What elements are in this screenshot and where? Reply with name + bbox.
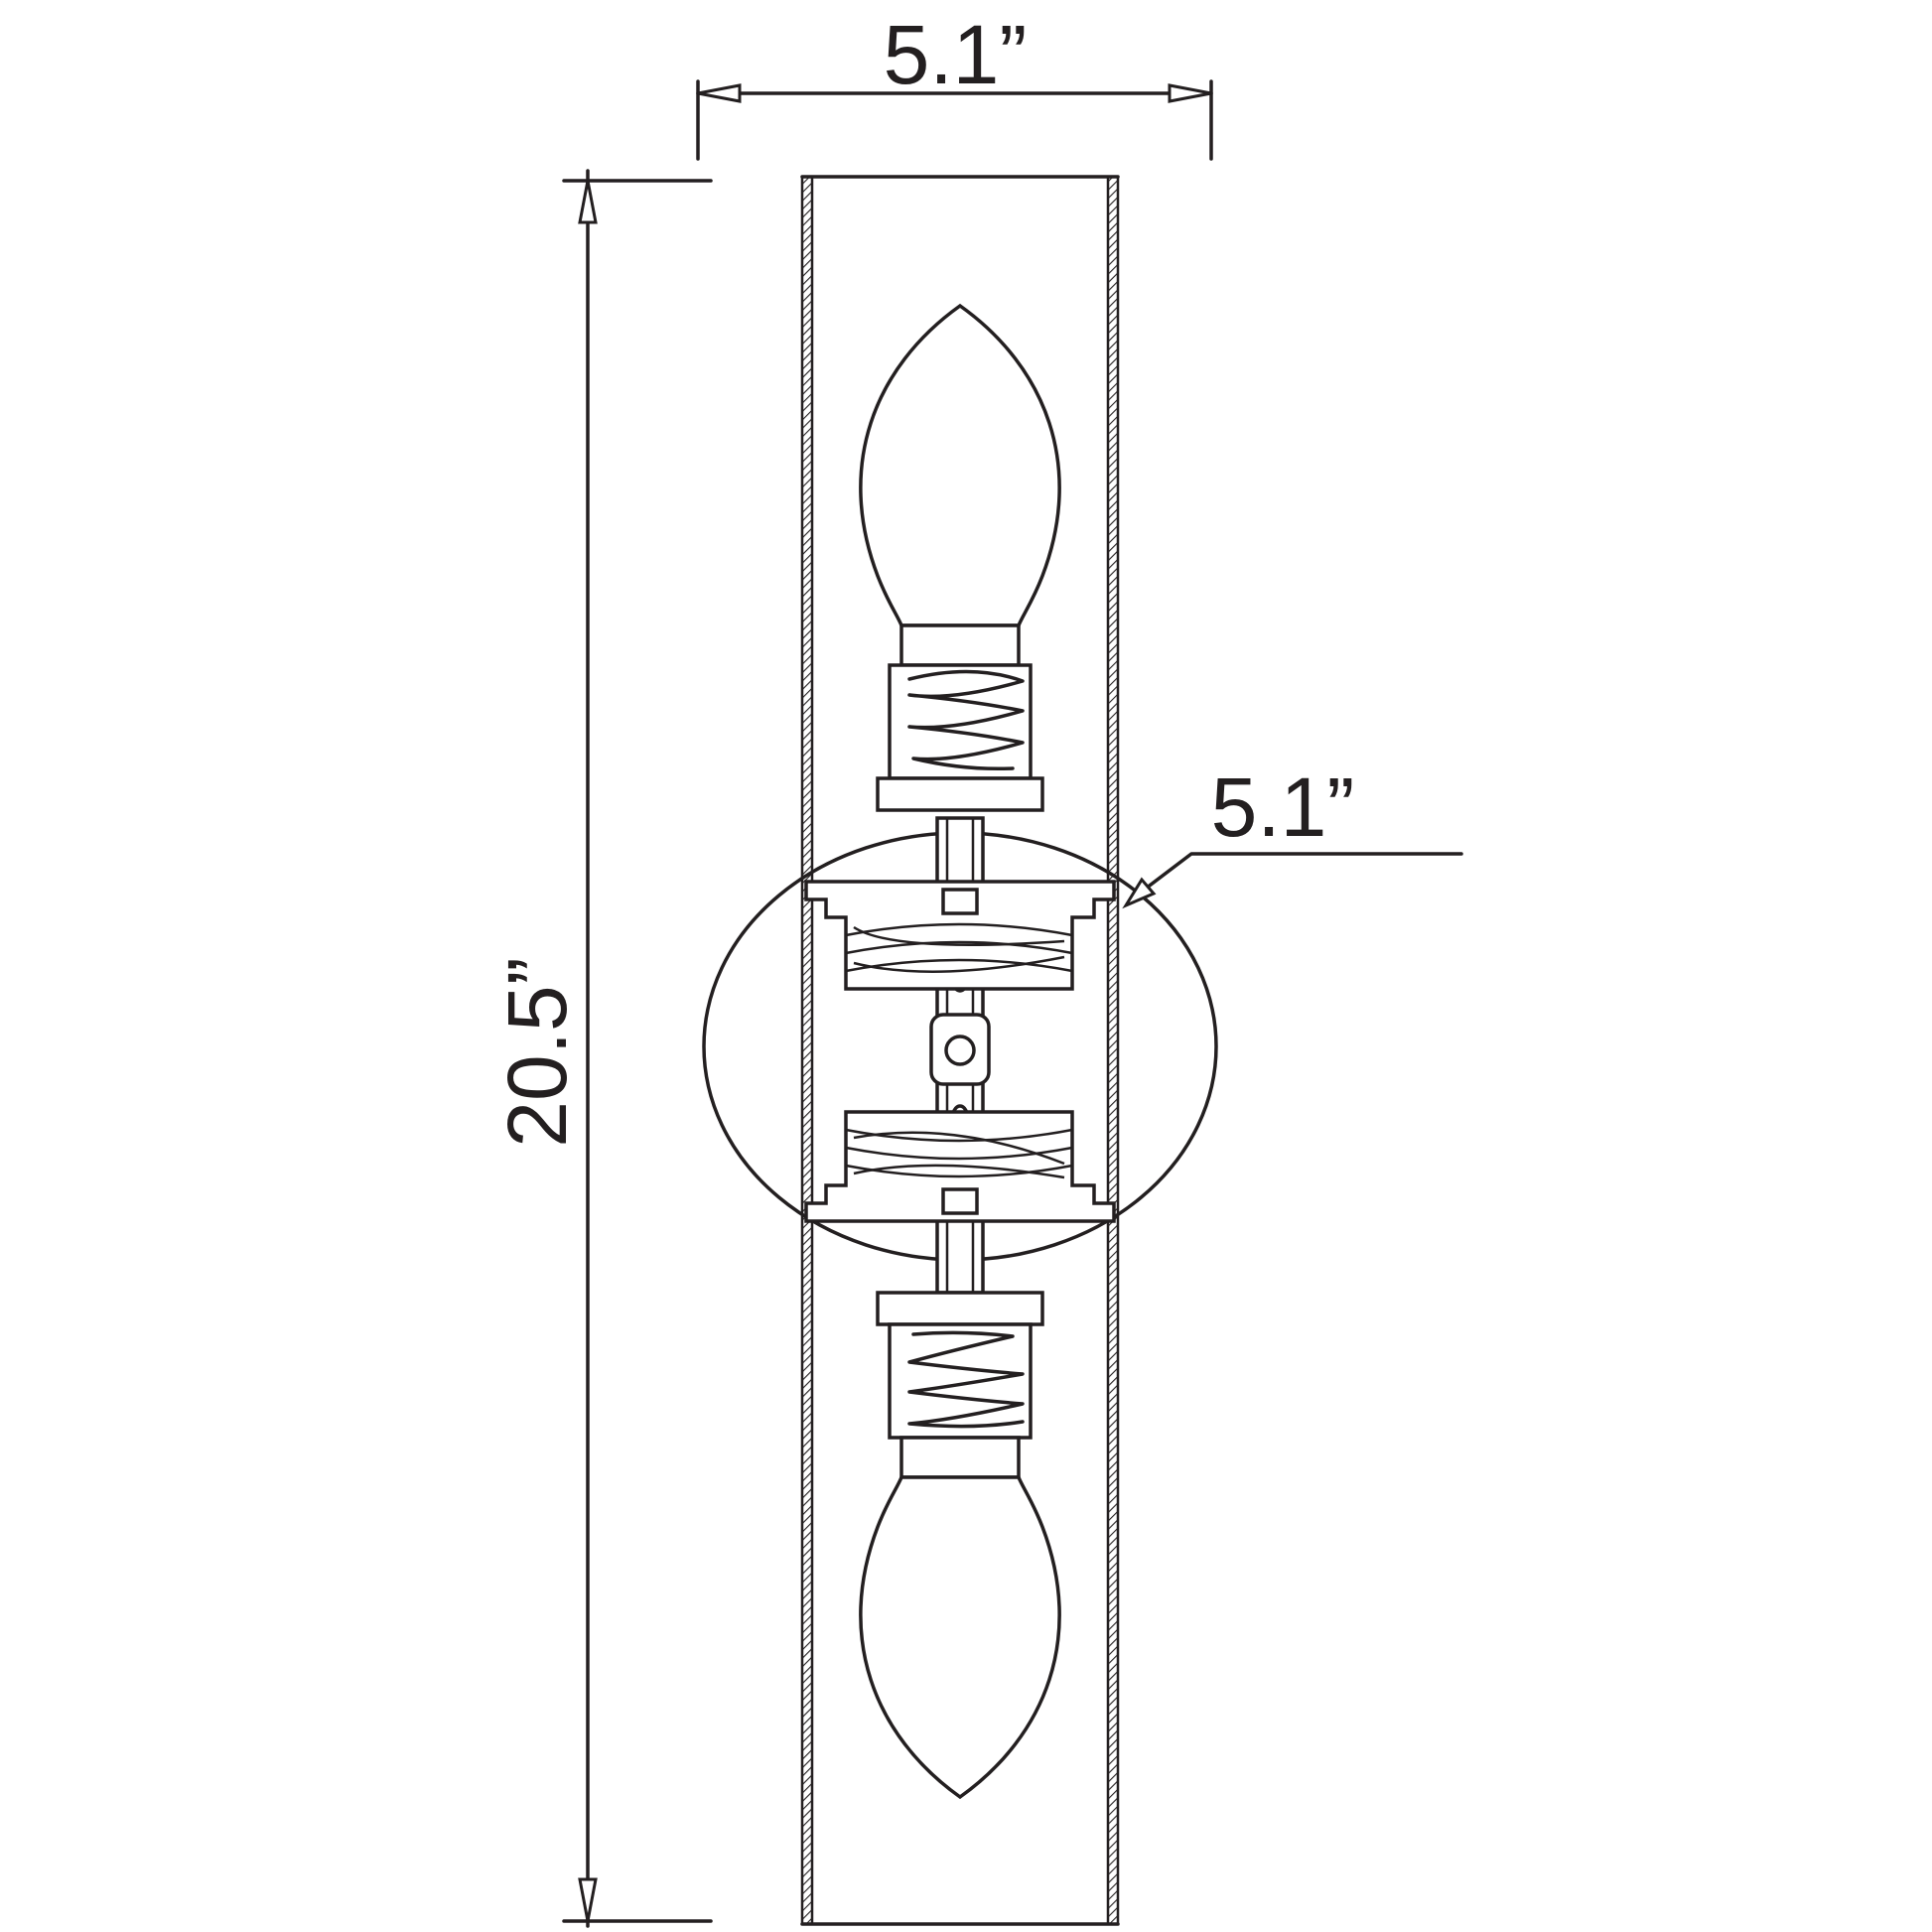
height-arrowhead-top (578, 180, 598, 224)
shade-left-wall (800, 175, 814, 1926)
upper-bulb-glass (859, 303, 1061, 627)
upper-bulb-neck (899, 623, 1021, 667)
upper-bulb-base (888, 663, 1033, 780)
glass-shade (800, 175, 1120, 1926)
lower-bulb-base (888, 1322, 1033, 1440)
top-width-label: 5.1” (884, 8, 1028, 101)
upper-housing-clip (941, 888, 979, 915)
upper-bulb-thread (907, 669, 1025, 771)
backplate-label: 5.1” (1211, 760, 1355, 854)
lower-socket-cup (876, 1291, 1044, 1326)
lower-bulb-glass (859, 1475, 1061, 1800)
height-label: 20.5” (490, 957, 584, 1147)
shade-right-wall (1106, 175, 1120, 1926)
upper-socket-cup (876, 776, 1044, 812)
upper-bulb (859, 303, 1061, 812)
top-width-dimension: 5.1” (696, 8, 1213, 161)
lower-bulb-thread (907, 1330, 1025, 1429)
height-dimension: 20.5” (490, 169, 713, 1928)
height-arrowhead-bottom (578, 1877, 598, 1922)
lower-socket-housing (804, 1110, 1116, 1223)
lower-bulb-neck (899, 1436, 1021, 1479)
top-arrowhead-right (1168, 83, 1212, 103)
stem-knuckle (929, 1013, 991, 1086)
backplate-leader-line (1132, 852, 1463, 899)
lower-bulb (859, 1291, 1061, 1800)
upper-socket-housing (804, 880, 1116, 991)
stem-screw-hole (944, 1035, 976, 1066)
lower-housing-clip (941, 1187, 979, 1215)
top-arrowhead-left (697, 83, 742, 103)
backplate-dimension: 5.1” (1122, 760, 1463, 909)
backplate-leader-arrowhead (1122, 877, 1157, 909)
